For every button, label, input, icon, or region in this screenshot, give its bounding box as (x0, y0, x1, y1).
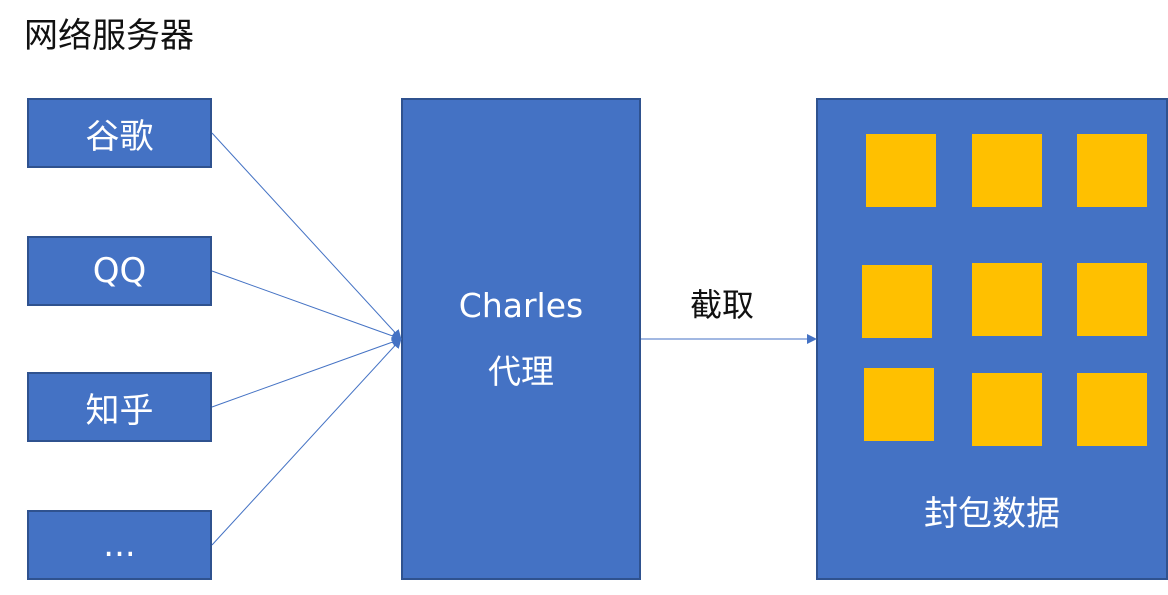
diagram-title: 网络服务器 (24, 16, 194, 56)
server-label: ... (103, 525, 136, 565)
packet-square (1077, 134, 1147, 207)
packet-square (972, 263, 1042, 336)
packet-data-label: 封包数据 (924, 494, 1060, 534)
server-node-zhihu: 知乎 (27, 372, 212, 442)
connector-qq-proxy (211, 270, 402, 341)
server-label: QQ (92, 251, 147, 291)
packet-square (1077, 263, 1147, 336)
packet-square (862, 265, 932, 338)
packet-square (972, 134, 1042, 207)
packet-square (1077, 373, 1147, 446)
server-node-qq: QQ (27, 236, 212, 306)
proxy-node: Charles 代理 (401, 98, 641, 580)
proxy-label-role: 代理 (488, 352, 554, 391)
server-label: 谷歌 (85, 116, 154, 157)
connector-google-proxy (211, 132, 402, 340)
packet-square (866, 134, 936, 207)
server-node-google: 谷歌 (27, 98, 212, 168)
packet-square (972, 373, 1042, 446)
server-node-more: ... (27, 510, 212, 580)
proxy-label-name: Charles (458, 286, 584, 325)
intercept-label: 截取 (690, 286, 755, 324)
connector-zhihu-proxy (211, 337, 402, 408)
packet-square (864, 368, 934, 441)
connector-more-proxy (211, 338, 402, 546)
server-label: 知乎 (85, 390, 154, 431)
packet-data-node: 封包数据 (816, 98, 1168, 580)
